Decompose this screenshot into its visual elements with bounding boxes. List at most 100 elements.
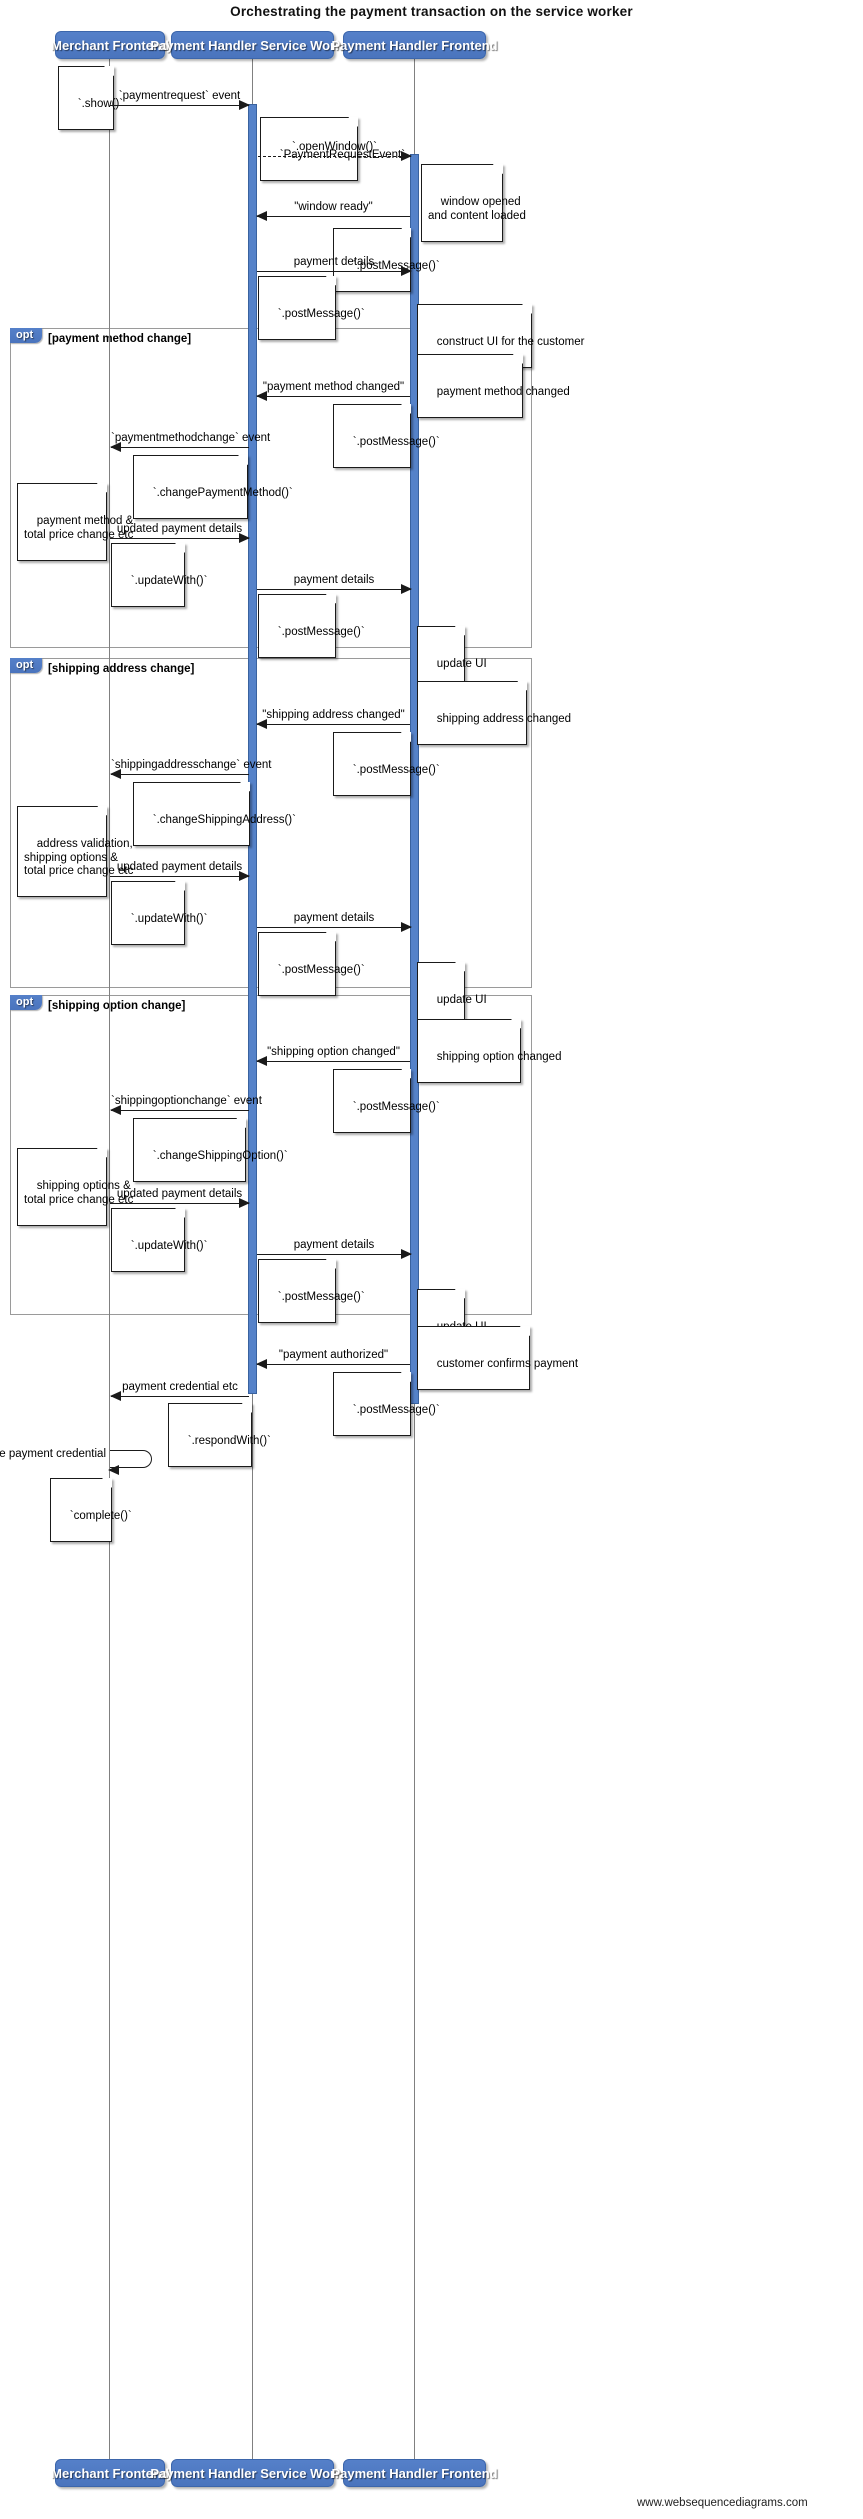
message-line <box>257 1254 411 1255</box>
message-updated-payment-details-1[interactable]: updated payment details <box>110 523 250 543</box>
note-fold-icon <box>401 228 411 238</box>
message-updated-payment-details-3[interactable]: updated payment details <box>110 1188 250 1208</box>
participant-frontend-bottom[interactable]: Payment Handler Frontend <box>331 2459 498 2487</box>
arrow-head-icon <box>401 583 412 594</box>
fragment-label-opt-1: opt <box>10 328 43 343</box>
note-fold-icon <box>520 1326 530 1336</box>
fragment-condition-3: [shipping option change] <box>48 1000 186 1012</box>
arrow-head-icon <box>239 870 250 881</box>
note-text: update UI <box>436 994 487 1006</box>
note-fold-icon <box>97 483 107 493</box>
message-window-ready[interactable]: "window ready" <box>256 201 410 221</box>
note-update-with-3: `.updateWith()` <box>111 1208 207 1272</box>
note-fold-icon <box>401 732 411 742</box>
note-post-message-4: `.postMessage()` <box>258 594 365 658</box>
lifeline-merchant <box>109 59 110 2459</box>
note-fold-icon <box>348 117 358 127</box>
arrow-head-icon <box>256 210 267 221</box>
note-text: `.updateWith()` <box>130 575 208 587</box>
message-label: updated payment details <box>116 1188 243 1200</box>
note-shipping-option-changed: shipping option changed <box>417 1019 561 1083</box>
activation-service-worker <box>248 104 257 1394</box>
message-label: updated payment details <box>116 861 243 873</box>
participant-merchant-top[interactable]: Merchant Frontend <box>51 31 169 59</box>
participant-service-worker-bottom[interactable]: Payment Handler Service Worker <box>150 2459 355 2487</box>
note-change-payment-method: `.changePaymentMethod()` <box>133 455 293 519</box>
note-text: `.postMessage()` <box>277 308 365 320</box>
arrow-head-icon <box>110 768 121 779</box>
note-text: payment method & total price change etc <box>24 515 134 541</box>
participant-frontend-top[interactable]: Payment Handler Frontend <box>331 31 498 59</box>
message-payment-credential[interactable]: payment credential etc <box>110 1381 249 1401</box>
participant-merchant-bottom[interactable]: Merchant Frontend <box>51 2459 169 2487</box>
note-text: `.postMessage()` <box>352 1404 440 1416</box>
note-fold-icon <box>326 276 336 286</box>
note-change-shipping-address: `.changeShippingAddress()` <box>133 782 296 846</box>
participant-label: Merchant Frontend <box>51 2465 169 2481</box>
note-payment-request-event: `PaymentRequestEvent` <box>260 117 405 181</box>
note-post-message-6: `.postMessage()` <box>258 932 365 996</box>
note-fold-icon <box>238 455 248 465</box>
message-label: `paymentrequest` event <box>118 90 241 102</box>
message-payment-details-3[interactable]: payment details <box>257 912 412 932</box>
arrow-head-icon <box>401 1248 412 1259</box>
participant-label: Payment Handler Service Worker <box>150 37 355 53</box>
note-text: address validation, shipping options & t… <box>24 838 134 877</box>
note-fold-icon <box>175 543 185 553</box>
message-line <box>257 216 410 217</box>
message-shippingaddresschange-event[interactable]: `shippingaddresschange` event <box>110 759 271 779</box>
message-paymentmethodchange-event[interactable]: `paymentmethodchange` event <box>110 432 270 452</box>
fragment-label-opt-3: opt <box>10 995 43 1010</box>
note-text: `complete()` <box>69 1510 132 1522</box>
message-shipping-option-changed[interactable]: "shipping option changed" <box>256 1046 410 1066</box>
note-text: `.postMessage()` <box>277 1291 365 1303</box>
note-fold-icon <box>511 1019 521 1029</box>
arrow-head-icon <box>108 1464 119 1475</box>
participant-service-worker-top[interactable]: Payment Handler Service Worker <box>150 31 355 59</box>
message-label: `.openWindow()` <box>292 141 377 153</box>
note-fold-icon <box>242 1403 252 1413</box>
message-payment-authorized[interactable]: "payment authorized" <box>256 1349 410 1369</box>
note-window-opened: window opened and content loaded <box>421 164 526 242</box>
message-payment-details-4[interactable]: payment details <box>257 1239 412 1259</box>
message-line <box>257 724 410 725</box>
message-label: `shippingoptionchange` event <box>111 1095 262 1107</box>
message-paymentrequest-event[interactable]: `paymentrequest` event <box>110 90 250 110</box>
note-update-with-2: `.updateWith()` <box>111 881 207 945</box>
note-text: `.postMessage()` <box>352 1101 440 1113</box>
arrow-head-icon <box>110 1390 121 1401</box>
message-shippingoptionchange-event[interactable]: `shippingoptionchange` event <box>110 1095 262 1115</box>
message-line <box>110 876 249 877</box>
message-updated-payment-details-2[interactable]: updated payment details <box>110 861 250 881</box>
message-line <box>257 589 411 590</box>
note-text: `.updateWith()` <box>130 913 208 925</box>
note-text: `.postMessage()` <box>277 626 365 638</box>
message-validate-payment-credential[interactable]: validate payment credential <box>0 1448 152 1475</box>
message-payment-details-1[interactable]: payment details <box>257 256 412 276</box>
note-fold-icon <box>326 1259 336 1269</box>
participant-label: Merchant Frontend <box>51 37 169 53</box>
fragment-condition-2: [shipping address change] <box>48 663 195 675</box>
watermark-credit: www.websequencediagrams.com <box>637 2497 808 2509</box>
message-payment-method-changed[interactable]: "payment method changed" <box>256 381 410 401</box>
note-text: window opened and content loaded <box>428 196 526 222</box>
note-text: customer confirms payment <box>436 1358 579 1370</box>
message-open-window[interactable]: `.openWindow()` <box>258 141 412 161</box>
message-label: payment details <box>293 256 375 268</box>
note-text: `.postMessage()` <box>352 764 440 776</box>
message-line <box>111 447 249 448</box>
page-title: Orchestrating the payment transaction on… <box>230 4 633 19</box>
note-fold-icon <box>102 1478 112 1488</box>
note-text: `.changeShippingOption()` <box>152 1150 288 1162</box>
message-label: updated payment details <box>116 523 243 535</box>
arrow-head-icon <box>256 1055 267 1066</box>
note-respond-with: `.respondWith()` <box>168 1403 271 1467</box>
self-message-path <box>110 1450 152 1468</box>
note-post-message-9: `.postMessage()` <box>333 1372 440 1436</box>
note-fold-icon <box>236 1118 246 1128</box>
note-fold-icon <box>175 881 185 891</box>
note-fold-icon <box>522 304 532 314</box>
message-payment-details-2[interactable]: payment details <box>257 574 412 594</box>
note-text: construct UI for the customer <box>436 336 585 348</box>
message-shipping-address-changed[interactable]: "shipping address changed" <box>256 709 410 729</box>
